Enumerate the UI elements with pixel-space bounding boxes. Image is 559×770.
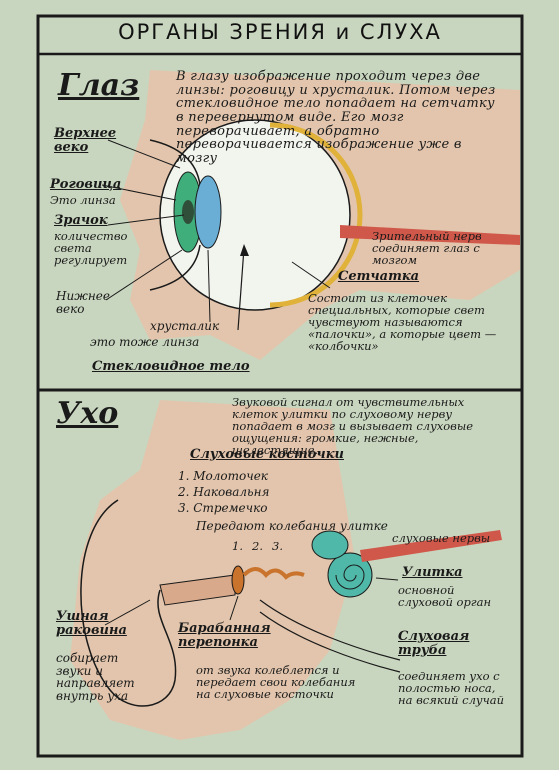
label-eardrum-note: от звука колеблется и передает свои коле… — [196, 663, 356, 702]
lower-lid-line — [149, 244, 201, 291]
pointer-eardrum — [229, 595, 239, 621]
pointer-retina — [291, 261, 331, 289]
eye-heading: Глаз — [58, 68, 140, 103]
ear-heading: Ухо — [56, 396, 119, 431]
label-tube-note: соединяет ухо с полостью носа, на всякий… — [398, 669, 505, 708]
label-retina: Сетчатка — [338, 269, 420, 284]
eardrum-shape — [231, 565, 245, 595]
pointer-auricle — [104, 599, 151, 626]
pointer-lower-lid — [105, 249, 183, 301]
optic-nerve — [340, 225, 520, 245]
label-optic-nerve: Зрительный нерв соединяет глаз с мозгом — [372, 229, 482, 268]
pupil-dot — [182, 200, 194, 224]
label-vitreous: Стекловидное тело — [92, 359, 250, 374]
retina-arc — [269, 122, 363, 308]
label-pupil: Зрачок — [54, 213, 108, 228]
label-lower-lid: Нижнее веко — [56, 289, 110, 316]
label-lens: хрусталик — [150, 319, 220, 333]
ossicle-mark-3: 3. — [272, 539, 283, 553]
label-cornea-note: Это линза — [50, 193, 116, 207]
ossicles-shape — [242, 567, 305, 580]
pointer-pupil — [107, 214, 185, 226]
label-cochlea: Улитка — [402, 565, 463, 580]
label-retina-note: Состоит из клеточек специальных, которые… — [308, 291, 497, 354]
eyeball — [159, 119, 351, 311]
label-auditory-nerve: слуховые нервы — [392, 531, 491, 545]
label-cochlea-note: основной слуховой орган — [398, 583, 492, 610]
label-cornea: Роговица — [50, 177, 122, 192]
ossicle-mark-1: 1. — [232, 539, 243, 553]
pointer-cochlea — [375, 577, 399, 581]
pointer-lens — [207, 249, 211, 323]
vitreous-arrow — [237, 247, 245, 331]
label-auricle-note: собирает звуки и направляет внутрь уха — [56, 651, 135, 703]
page-frame — [36, 14, 524, 758]
page-title: ОРГАНЫ ЗРЕНИЯ и СЛУХА — [118, 20, 442, 44]
ossicle-item: 3. Стремечко — [178, 501, 268, 515]
auditory-nerve — [360, 530, 502, 562]
ossicles-note: Передают колебания улитке — [196, 519, 388, 533]
label-auricle: Ушная раковина — [56, 609, 127, 638]
ear-canal — [159, 574, 236, 606]
label-eardrum: Барабанная перепонка — [178, 621, 271, 650]
ossicle-item: 2. Наковальня — [178, 485, 270, 499]
cochlea-shape — [327, 552, 373, 598]
ossicle-item: 1. Молоточек — [178, 469, 268, 483]
pointer-cornea — [101, 184, 177, 201]
label-pupil-note: количество света регулирует — [54, 229, 128, 268]
label-lens-note: это тоже линза — [90, 335, 200, 349]
upper-lid-line — [149, 139, 201, 186]
label-tube: Слуховая труба — [398, 629, 470, 658]
eustachian-tube — [259, 599, 401, 661]
ear-signal-text: Звуковой сигнал от чувствительных клеток… — [232, 395, 474, 458]
lens-shape — [194, 175, 222, 249]
ear-skin-area — [70, 400, 355, 740]
semicircular-canals — [311, 530, 349, 560]
label-upper-lid: Верхнее веко — [54, 126, 117, 155]
eye-intro: В глазу изображение проходит через две л… — [176, 69, 496, 166]
ossicles-title: Слуховые косточки — [190, 447, 344, 462]
auricle-outline — [80, 499, 177, 707]
pointer-upper-lid — [107, 139, 181, 169]
ossicle-mark-2: 2. — [252, 539, 263, 553]
